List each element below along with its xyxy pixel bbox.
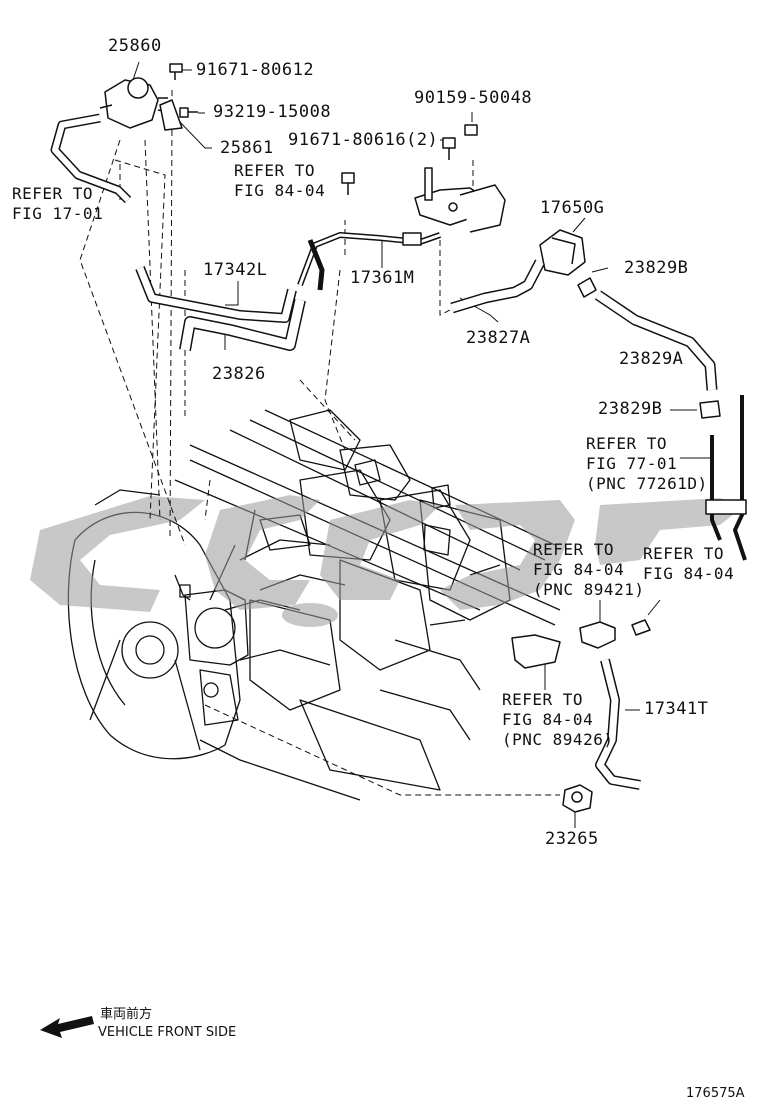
reference-fig-84-04-right[interactable]: REFER TO FIG 84-04 [643, 544, 735, 583]
parts-outlines [50, 63, 747, 813]
label-part-23826[interactable]: 23826 [212, 364, 266, 384]
legend-vehicle-front-side: VEHICLE FRONT SIDE [98, 1025, 237, 1040]
watermark-shapes [30, 495, 745, 627]
reference-fig-17-01[interactable]: REFER TO FIG 17-01 [12, 184, 104, 223]
figure-number: 176575A [686, 1086, 745, 1101]
reference-fig-84-04-pnc-89426[interactable]: REFER TO FIG 84-04 (PNC 89426) [502, 690, 614, 749]
reference-fig-77-01[interactable]: REFER TO FIG 77-01 (PNC 77261D) [586, 434, 708, 493]
label-part-23827A[interactable]: 23827A [466, 328, 531, 348]
label-part-93219-15008[interactable]: 93219-15008 [213, 102, 332, 122]
label-part-23829A[interactable]: 23829A [619, 349, 684, 369]
label-part-91671-80612[interactable]: 91671-80612 [196, 60, 315, 80]
label-part-25860[interactable]: 25860 [108, 36, 162, 56]
label-part-23829B-top[interactable]: 23829B [624, 258, 689, 278]
label-part-23829B-mid[interactable]: 23829B [598, 399, 663, 419]
label-part-23265[interactable]: 23265 [545, 829, 599, 849]
label-part-25861[interactable]: 25861 [220, 138, 274, 158]
front-arrow-icon [40, 1016, 94, 1038]
label-part-17650G[interactable]: 17650G [540, 198, 605, 218]
reference-fig-84-04-pnc-89421[interactable]: REFER TO FIG 84-04 (PNC 89421) [533, 540, 645, 599]
label-part-17341T[interactable]: 17341T [644, 699, 709, 719]
label-part-91671-80616[interactable]: 91671-80616(2) [288, 130, 439, 150]
reference-fig-84-04-top[interactable]: REFER TO FIG 84-04 [234, 161, 326, 200]
legend-japanese: 車両前方 [100, 1007, 153, 1022]
label-part-90159-50048[interactable]: 90159-50048 [414, 88, 533, 108]
label-part-17361M[interactable]: 17361M [350, 268, 415, 288]
label-part-17342L[interactable]: 17342L [203, 260, 268, 280]
